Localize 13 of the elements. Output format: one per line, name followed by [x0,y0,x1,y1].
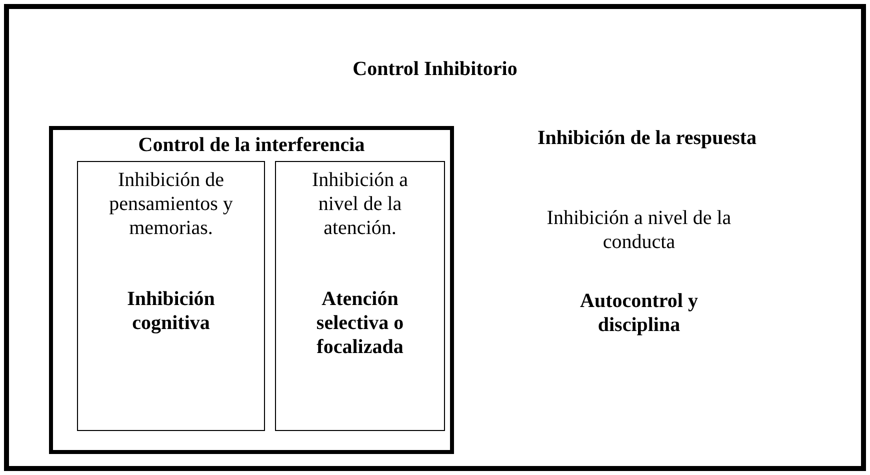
category-box [77,161,265,431]
group-heading: Control de la interferencia [137,133,366,157]
category-heading: Atención selectiva o focalizada [315,287,405,359]
group-box [4,4,866,471]
category-box [275,161,445,431]
description-text: Inhibición a nivel de la atención. [310,168,410,240]
category-heading: Autocontrol y disciplina [579,289,699,337]
group-heading: Control Inhibitorio [352,57,518,81]
column-heading: Inhibición de la respuesta [536,126,758,150]
category-heading: Inhibición cognitiva [126,287,216,335]
description-text: Inhibición a nivel de la conducta [546,206,732,254]
group-box [49,126,454,454]
description-text: Inhibición de pensamientos y memorias. [108,168,234,240]
